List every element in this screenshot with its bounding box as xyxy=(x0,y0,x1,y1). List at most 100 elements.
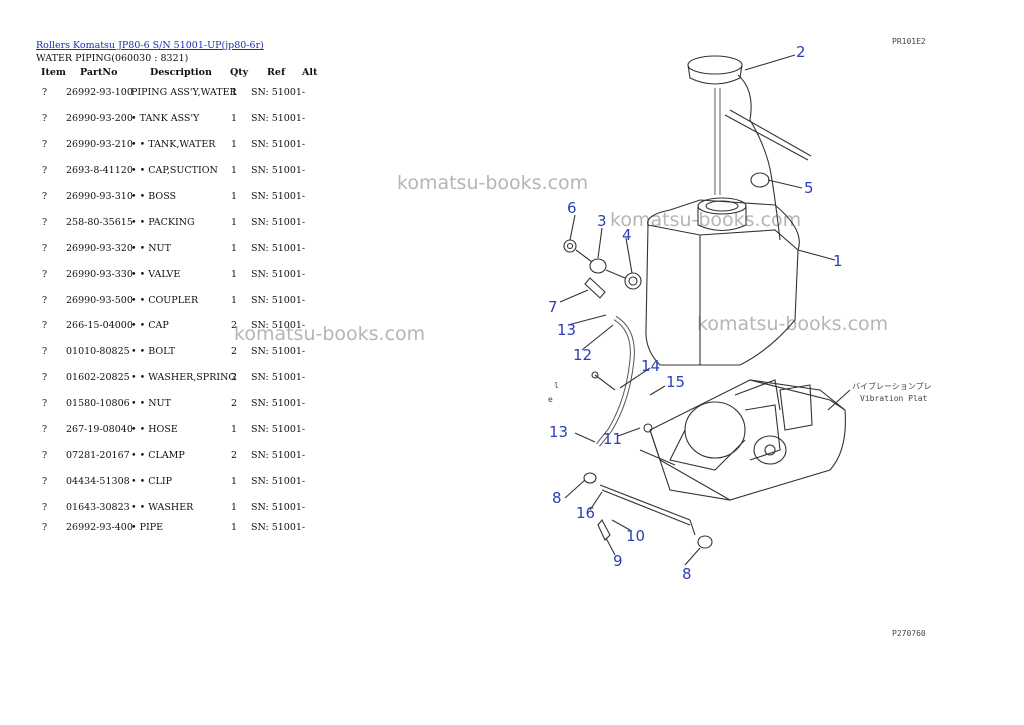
partno-cell: 01643-30823 xyxy=(66,502,130,513)
item-cell: ? xyxy=(42,139,48,150)
callout-9: 9 xyxy=(613,552,623,570)
ref-cell: SN: 51001- xyxy=(251,243,306,254)
callout-15: 15 xyxy=(666,373,685,391)
qty-cell: 1 xyxy=(231,476,238,487)
description-cell: • • VALVE xyxy=(131,269,181,280)
exploded-parts-diagram: 2 5 6 3 4 1 7 13 12 14 15 13 11 8 16 10 … xyxy=(548,37,932,638)
qty-cell: 1 xyxy=(231,522,238,533)
callout-16: 16 xyxy=(576,504,595,522)
partno-cell: 04434-51308 xyxy=(66,476,130,487)
partno-cell: 01580-10806 xyxy=(66,398,130,409)
table-row: ? 26992-93-400• PIPE 1 SN: 51001- xyxy=(0,522,320,536)
partno-cell: 26990-93-310 xyxy=(66,191,133,202)
qty-cell: 1 xyxy=(231,191,238,202)
qty-cell: 1 xyxy=(231,87,238,98)
description-cell: • • NUT xyxy=(131,398,171,409)
partno-cell: 01602-20825 xyxy=(66,372,130,383)
description-cell: • • NUT xyxy=(131,243,171,254)
item-cell: ? xyxy=(42,269,48,280)
description-cell: • • COUPLER xyxy=(131,295,199,306)
partno-cell: 267-19-08040 xyxy=(66,424,133,435)
qty-cell: 1 xyxy=(231,269,238,280)
callout-2: 2 xyxy=(796,43,806,61)
ref-cell: SN: 51001- xyxy=(251,502,306,513)
ref-cell: SN: 51001- xyxy=(251,522,306,533)
ref-cell: SN: 51001- xyxy=(251,424,306,435)
col-header-partno: PartNo xyxy=(80,67,118,78)
item-cell: ? xyxy=(42,113,48,124)
side-mark: l xyxy=(554,381,559,390)
qty-cell: 1 xyxy=(231,243,238,254)
partno-cell: 26990-93-320 xyxy=(66,243,133,254)
description-cell: • • WASHER xyxy=(131,502,194,513)
ref-cell: SN: 51001- xyxy=(251,320,306,331)
partno-cell: 01010-80825 xyxy=(66,346,130,357)
page-subtitle: WATER PIPING(060030 : 8321) xyxy=(36,53,189,64)
item-cell: ? xyxy=(42,191,48,202)
item-cell: ? xyxy=(42,372,48,383)
partno-cell: 26990-93-500 xyxy=(66,295,133,306)
partno-cell: 07281-20167 xyxy=(66,450,130,461)
item-cell: ? xyxy=(42,424,48,435)
qty-cell: 2 xyxy=(231,346,238,357)
description-cell: PIPING ASS'Y,WATER xyxy=(131,87,237,98)
col-header-item: Item xyxy=(41,67,66,78)
item-cell: ? xyxy=(42,522,48,533)
partno-cell: 26992-93-100 xyxy=(66,87,133,98)
description-cell: • • CAP xyxy=(131,320,169,331)
qty-cell: 2 xyxy=(231,372,238,383)
table-row: ? 01643-30823• • WASHER 1 SN: 51001- xyxy=(0,502,320,516)
partno-cell: 26990-93-210 xyxy=(66,139,133,150)
ref-cell: SN: 51001- xyxy=(251,346,306,357)
table-row: ? 26990-93-210• • TANK,WATER 1 SN: 51001- xyxy=(0,139,320,153)
item-cell: ? xyxy=(42,295,48,306)
diagram-code: PR101E2 xyxy=(892,37,926,46)
qty-cell: 2 xyxy=(231,398,238,409)
qty-cell: 1 xyxy=(231,139,238,150)
callout-13: 13 xyxy=(557,321,576,339)
qty-cell: 1 xyxy=(231,424,238,435)
partno-cell: 26990-93-330 xyxy=(66,269,133,280)
item-cell: ? xyxy=(42,165,48,176)
ref-cell: SN: 51001- xyxy=(251,295,306,306)
qty-cell: 1 xyxy=(231,165,238,176)
callout-10: 10 xyxy=(626,527,645,545)
diagram-bottom-code: P270760 xyxy=(892,629,926,638)
item-cell: ? xyxy=(42,502,48,513)
callout-13b: 13 xyxy=(549,423,568,441)
description-cell: • • HOSE xyxy=(131,424,178,435)
callout-12: 12 xyxy=(573,346,592,364)
description-cell: • • CLAMP xyxy=(131,450,185,461)
callout-4: 4 xyxy=(622,226,632,244)
callout-6: 6 xyxy=(567,199,577,217)
ref-cell: SN: 51001- xyxy=(251,139,306,150)
callout-14: 14 xyxy=(641,357,660,375)
description-cell: • • TANK,WATER xyxy=(131,139,216,150)
item-cell: ? xyxy=(42,476,48,487)
item-cell: ? xyxy=(42,320,48,331)
description-cell: • • PACKING xyxy=(131,217,195,228)
description-cell: • • WASHER,SPRING xyxy=(131,372,237,383)
ref-cell: SN: 51001- xyxy=(251,372,306,383)
ref-cell: SN: 51001- xyxy=(251,476,306,487)
partno-cell: 266-15-04000 xyxy=(66,320,133,331)
ref-cell: SN: 51001- xyxy=(251,113,306,124)
col-header-alt: Alt xyxy=(302,67,318,78)
col-header-description: Description xyxy=(150,67,212,78)
qty-cell: 1 xyxy=(231,502,238,513)
partno-cell: 26992-93-400 xyxy=(66,522,133,533)
partno-cell: 26990-93-200 xyxy=(66,113,133,124)
description-cell: • PIPE xyxy=(131,522,164,533)
breadcrumb-link[interactable]: Rollers Komatsu JP80-6 S/N 51001-UP(jp80… xyxy=(36,40,264,51)
